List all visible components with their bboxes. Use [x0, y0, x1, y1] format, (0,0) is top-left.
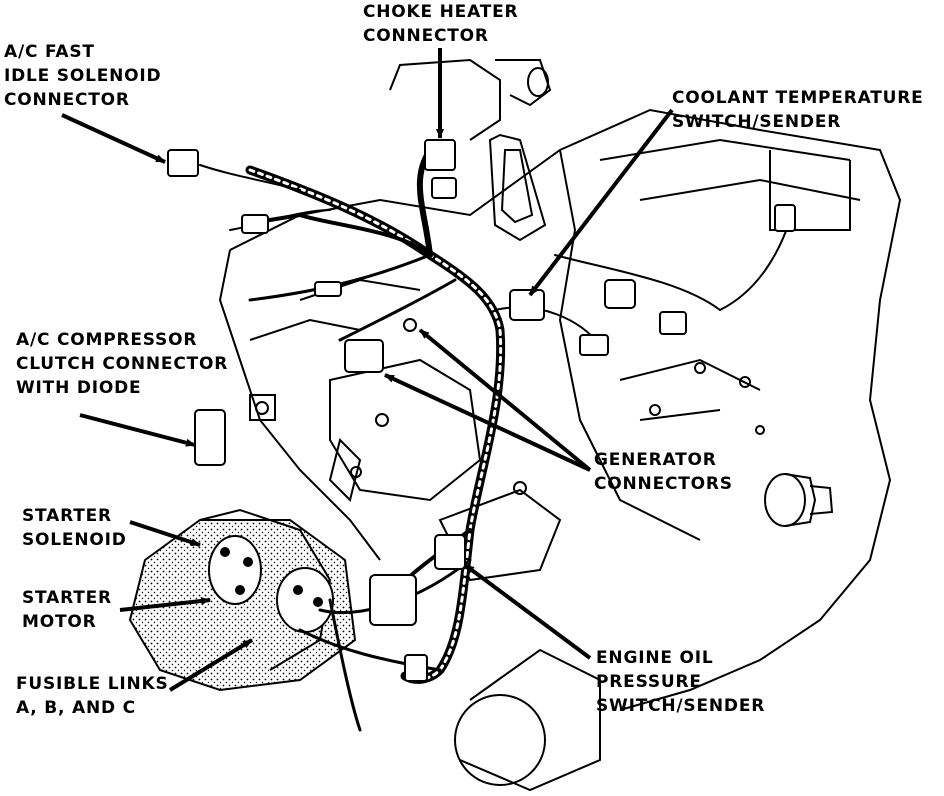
label-line: ENGINE OIL — [596, 648, 714, 668]
label-line: CLUTCH CONNECTOR — [16, 354, 229, 374]
label-line: CONNECTOR — [4, 90, 130, 110]
label-line: SWITCH/SENDER — [672, 112, 842, 132]
label-line: CONNECTOR — [363, 26, 489, 46]
label-line: STARTER — [22, 506, 112, 526]
choke-heater-connector-label: CHOKE HEATER CONNECTOR — [363, 0, 518, 48]
label-line: SWITCH/SENDER — [596, 696, 766, 716]
label-line: PRESSURE — [596, 672, 702, 692]
label-line: COOLANT TEMPERATURE — [672, 88, 924, 108]
leader-arrows — [61, 48, 674, 692]
label-line: A, B, AND C — [16, 698, 136, 718]
front-pulley — [764, 473, 834, 527]
starter-motor-shape — [128, 508, 357, 692]
starter-motor-label: STARTER MOTOR — [22, 586, 112, 634]
label-line: MOTOR — [22, 612, 97, 632]
connectors — [167, 139, 796, 682]
ac-compressor-clutch-connector-label: A/C COMPRESSOR CLUTCH CONNECTOR WITH DIO… — [16, 328, 228, 400]
label-line: WITH DIODE — [16, 378, 142, 398]
fusible-links-label: FUSIBLE LINKS A, B, AND C — [16, 672, 169, 720]
label-line: GENERATOR — [594, 450, 717, 470]
label-line: CONNECTORS — [594, 474, 733, 494]
label-line: A/C FAST — [4, 42, 95, 62]
label-line: CHOKE HEATER — [363, 2, 519, 22]
engine-oil-pressure-switch-label: ENGINE OIL PRESSURE SWITCH/SENDER — [596, 646, 765, 718]
coolant-temperature-switch-label: COOLANT TEMPERATURE SWITCH/SENDER — [672, 86, 924, 134]
generator-connectors-label: GENERATOR CONNECTORS — [594, 448, 733, 496]
thermostat-housing — [389, 58, 552, 242]
exhaust-pipe — [454, 648, 601, 792]
bolts — [255, 318, 765, 495]
label-line: A/C COMPRESSOR — [16, 330, 198, 350]
label-line: SOLENOID — [22, 530, 127, 550]
label-line: IDLE SOLENOID — [4, 66, 162, 86]
ac-fast-idle-solenoid-connector-label: A/C FAST IDLE SOLENOID CONNECTOR — [4, 40, 161, 112]
starter-solenoid-label: STARTER SOLENOID — [22, 504, 127, 552]
label-line: FUSIBLE LINKS — [16, 674, 169, 694]
label-line: STARTER — [22, 588, 112, 608]
